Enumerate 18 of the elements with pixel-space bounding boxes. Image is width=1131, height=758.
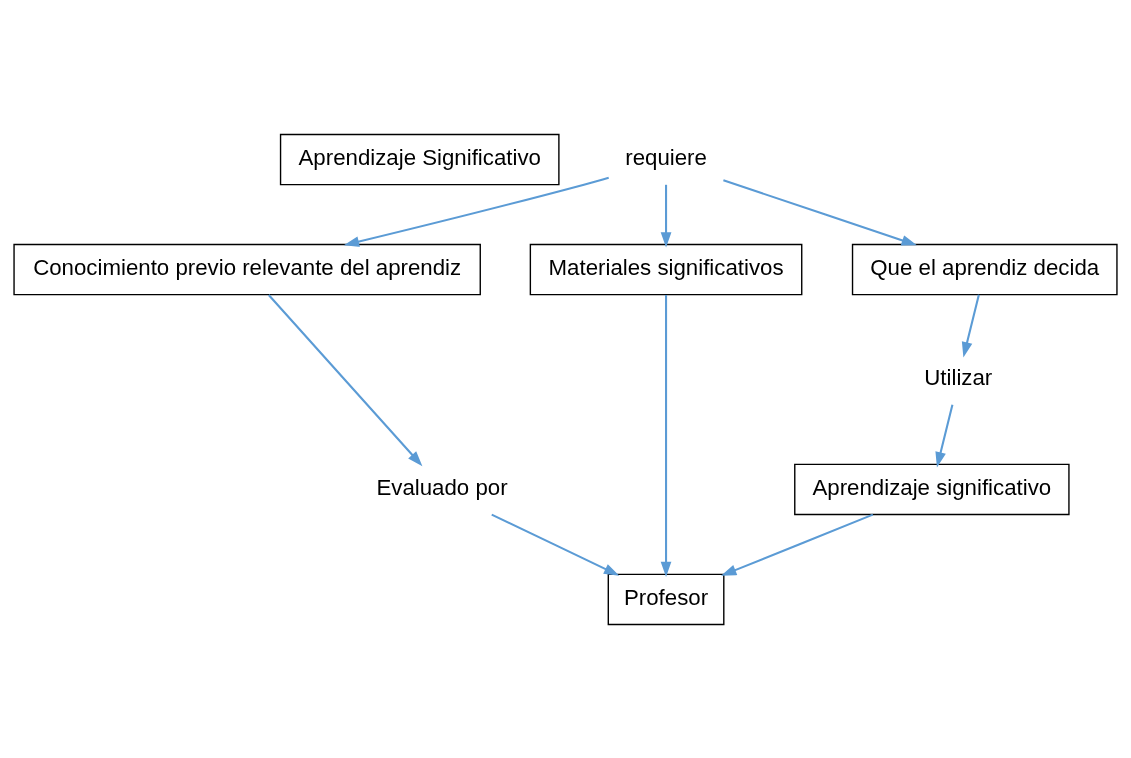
node-box: Materiales significativos xyxy=(529,243,803,295)
node-box: Que el aprendiz decida xyxy=(851,243,1118,295)
arrow xyxy=(660,184,672,248)
arrow xyxy=(343,176,609,247)
arrow xyxy=(491,513,620,576)
arrow xyxy=(721,513,874,576)
arrow xyxy=(935,403,954,467)
node-text: Evaluado por xyxy=(376,474,508,500)
node-box: Profesor xyxy=(607,573,725,625)
node-box: Aprendizaje significativo xyxy=(794,463,1070,515)
arrow xyxy=(723,178,917,246)
node-text: Utilizar xyxy=(924,364,993,390)
arrow xyxy=(267,293,423,466)
arrow xyxy=(961,293,980,357)
node-box: Conocimiento previo relevante del aprendiz xyxy=(13,243,481,295)
node-text: requiere xyxy=(625,144,707,170)
arrow xyxy=(660,294,672,577)
node-box: Aprendizaje Significativo xyxy=(279,133,560,185)
